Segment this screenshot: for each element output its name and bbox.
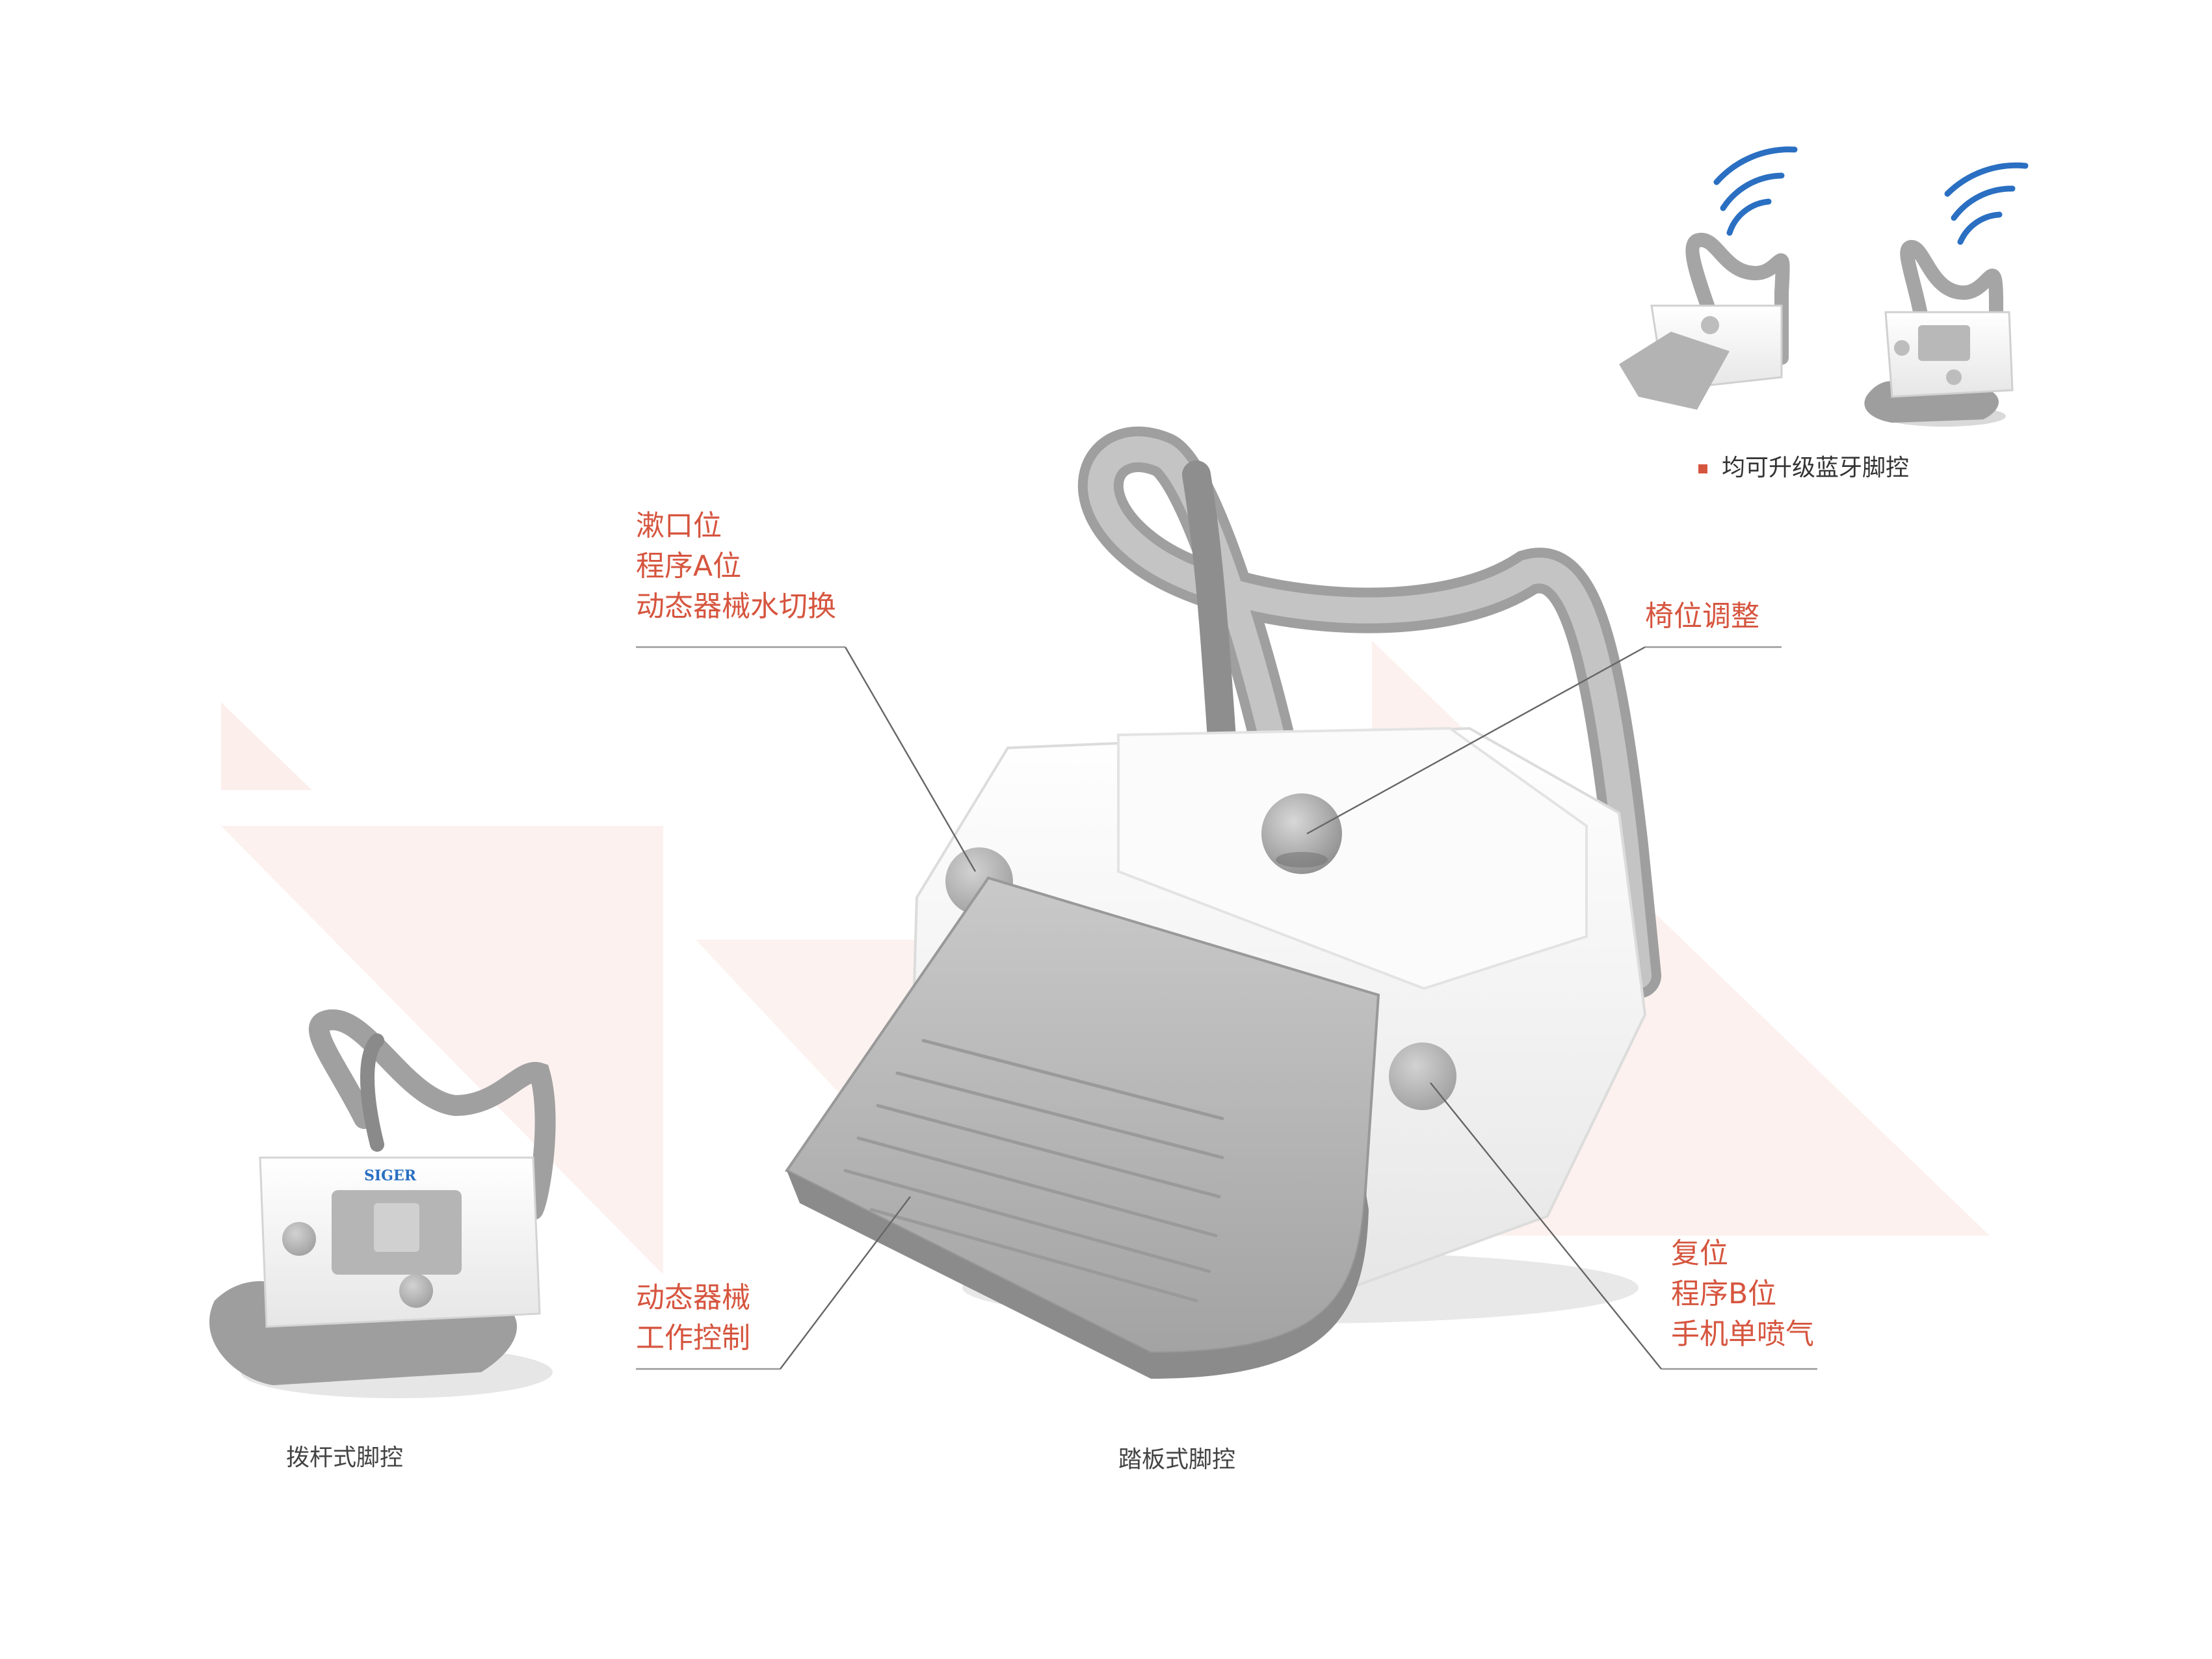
annotation-chair-adjust: 椅位调整 — [1645, 596, 1759, 637]
bullet-square-icon — [1698, 464, 1707, 473]
annotation-line: 椅位调整 — [1645, 600, 1759, 633]
bluetooth-lever-image — [1864, 239, 2014, 427]
annotation-line: 工作控制 — [636, 1321, 750, 1355]
wireless-signal-icon — [1713, 146, 1798, 236]
annotation-line: 动态器械 — [636, 1281, 750, 1314]
pedal-caption: 踏板式脚控 — [1118, 1446, 1236, 1473]
bluetooth-pedal-image — [1619, 233, 1790, 410]
leader-lines — [636, 646, 1817, 1370]
annotation-line: 程序B位 — [1671, 1277, 1777, 1310]
annotation-line: 手机单喷气 — [1671, 1318, 1814, 1351]
annotation-reset-program-b: 复位 程序B位 手机单喷气 — [1671, 1234, 1814, 1355]
lever-caption: 拨杆式脚控 — [286, 1444, 404, 1471]
annotation-line: 动态器械水切换 — [636, 590, 836, 623]
annotation-line: 程序A位 — [636, 550, 742, 583]
wireless-signal-icon-2 — [1944, 162, 2029, 245]
annotation-line: 漱口位 — [636, 509, 722, 542]
lever-foot-control-image: SIGER — [209, 1009, 556, 1398]
pedal-foot-control-image — [785, 427, 1661, 1379]
bluetooth-caption: 均可升级蓝牙脚控 — [1698, 449, 1909, 483]
annotation-rinse-program-a: 漱口位 程序A位 动态器械水切换 — [636, 506, 836, 627]
lever-logo: SIGER — [364, 1167, 417, 1184]
annotation-instrument-control: 动态器械 工作控制 — [636, 1278, 750, 1359]
bluetooth-caption-text: 均可升级蓝牙脚控 — [1722, 455, 1910, 481]
annotation-line: 复位 — [1671, 1237, 1728, 1270]
